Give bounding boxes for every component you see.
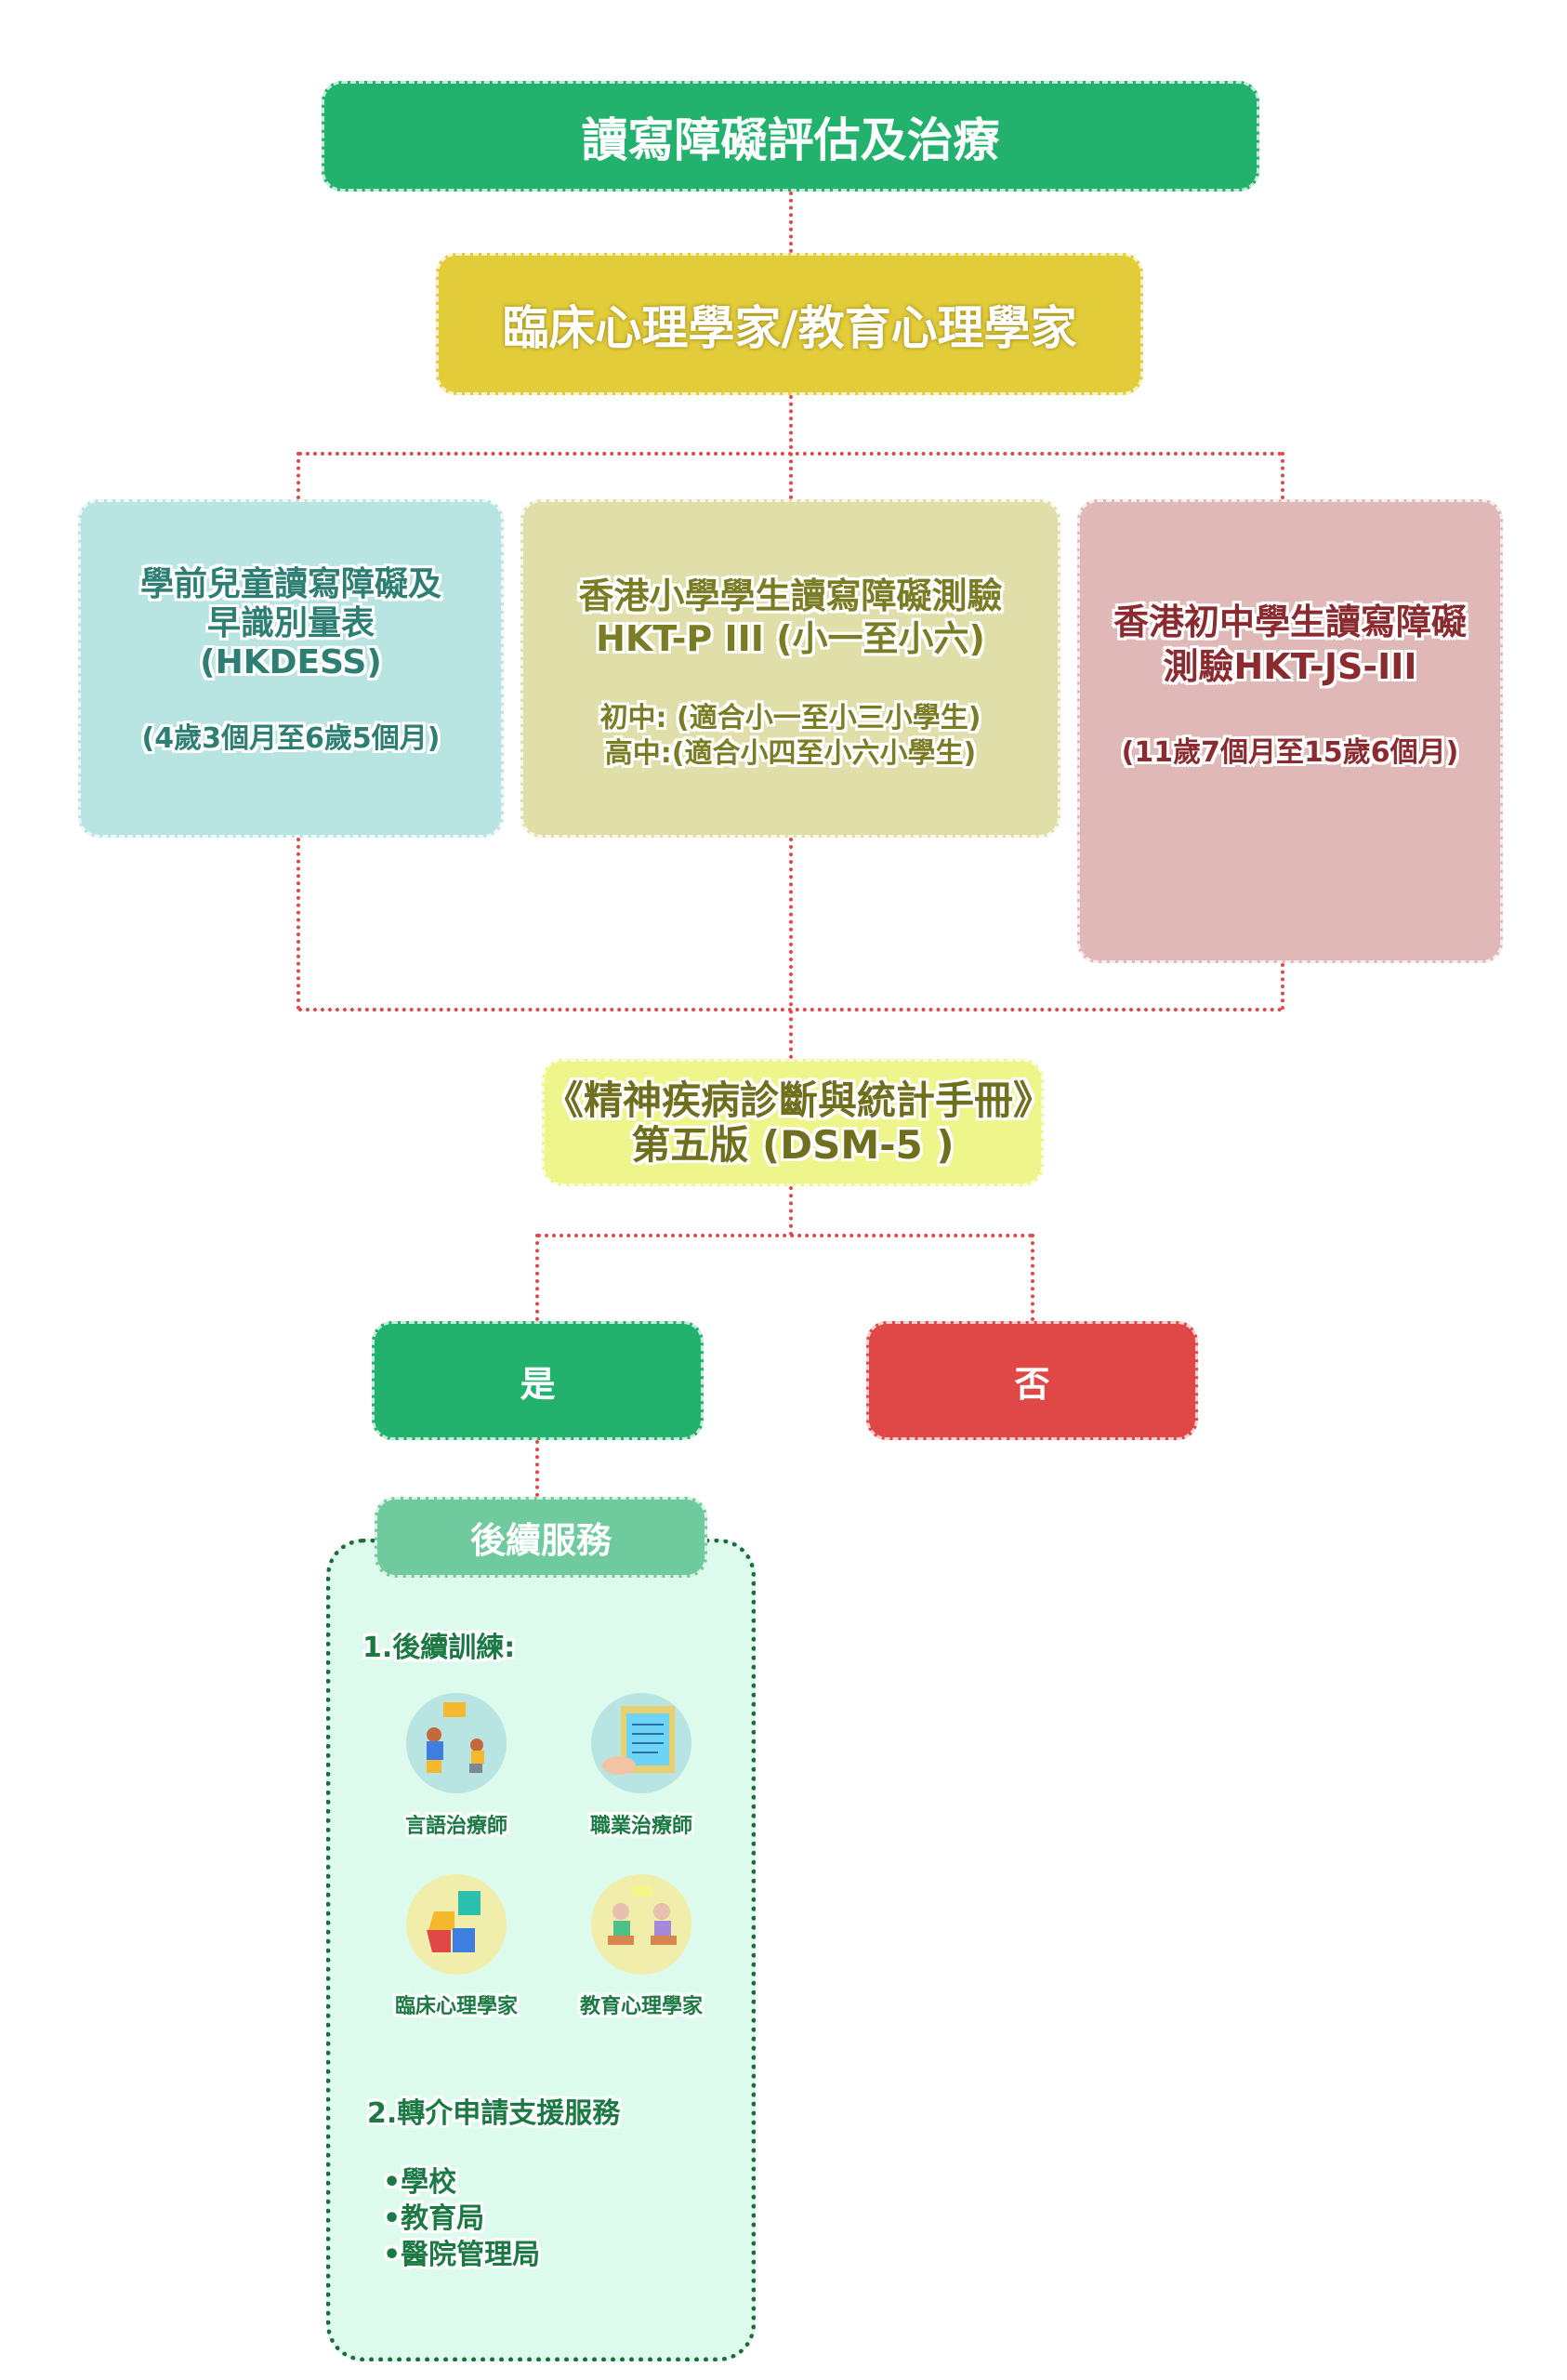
connector [789,838,793,1059]
test-title: 學前兒童讀寫障礙及 [139,565,441,603]
professional-label: 教育心理學家 [579,1995,703,2018]
dsm-edition: 第五版 (DSM-5 ) [631,1121,955,1168]
clipboard-icon [591,1693,691,1793]
test-level: 初中: (適合小一至小三小學生) [599,702,981,734]
connector [537,1234,1033,1237]
connector [535,1234,539,1321]
main-title: 讀寫障礙評估及治療 [322,81,1259,192]
test-title: 早識別量表 [206,604,375,642]
test-title: 香港小學學生讀寫障礙測驗 [578,575,1003,616]
section-training: 1.後續訓練: [362,1632,516,1664]
professional-label: 言語治療師 [404,1815,507,1838]
connector [535,1440,539,1497]
followup-header: 後續服務 [375,1497,707,1578]
yes-box: 是 [372,1321,704,1440]
section-referral: 2.轉介申請支援服務 [367,2097,621,2130]
test-age-range: (11歲7個月至15歲6個月) [1121,736,1459,769]
dsm-box: 《精神疾病診斷與統計手冊》 第五版 (DSM-5 ) [542,1059,1053,1186]
test-age-range: (4歲3個月至6歲5個月) [141,722,441,755]
connector [1281,963,1284,1010]
referral-item: •學校 [383,2166,457,2199]
connector [789,395,793,499]
connector [296,452,300,499]
connector [1031,1234,1034,1321]
test-title: (HKDESS) [200,643,382,681]
test-hkt-js: 香港初中學生讀寫障礙 測驗HKT-JS-III (11歲7個月至15歲6個月) [1077,499,1503,963]
connector [789,1186,793,1236]
speech-therapy-icon [406,1693,507,1793]
referral-item: •教育局 [383,2202,485,2235]
connector [789,192,793,253]
test-hkdess: 學前兒童讀寫障礙及 早識別量表 (HKDESS) (4歲3個月至6歲5個月) [78,499,504,838]
test-hkt-p: 香港小學學生讀寫障礙測驗 HKT-P III (小一至小六) 初中: (適合小一… [520,499,1060,838]
dsm-title: 《精神疾病診斷與統計手冊》 [545,1077,1053,1123]
puzzle-head-icon [406,1874,507,1975]
professional-label: 臨床心理學家 [394,1995,518,2018]
no-box: 否 [866,1321,1198,1440]
connector [298,452,1283,456]
connector [298,1008,1283,1012]
test-level: 高中:(適合小四至小六小學生) [604,737,977,770]
connector [296,838,300,1010]
counseling-icon [591,1874,691,1975]
connector [1281,452,1284,499]
assessor-box: 臨床心理學家/教育心理學家 [436,253,1143,395]
referral-item: •醫院管理局 [383,2239,541,2271]
professional-label: 職業治療師 [589,1815,692,1838]
test-title: 香港初中學生讀寫障礙 [1113,602,1467,642]
test-title: 測驗HKT-JS-III [1163,646,1417,687]
test-title: HKT-P III (小一至小六) [596,618,985,659]
